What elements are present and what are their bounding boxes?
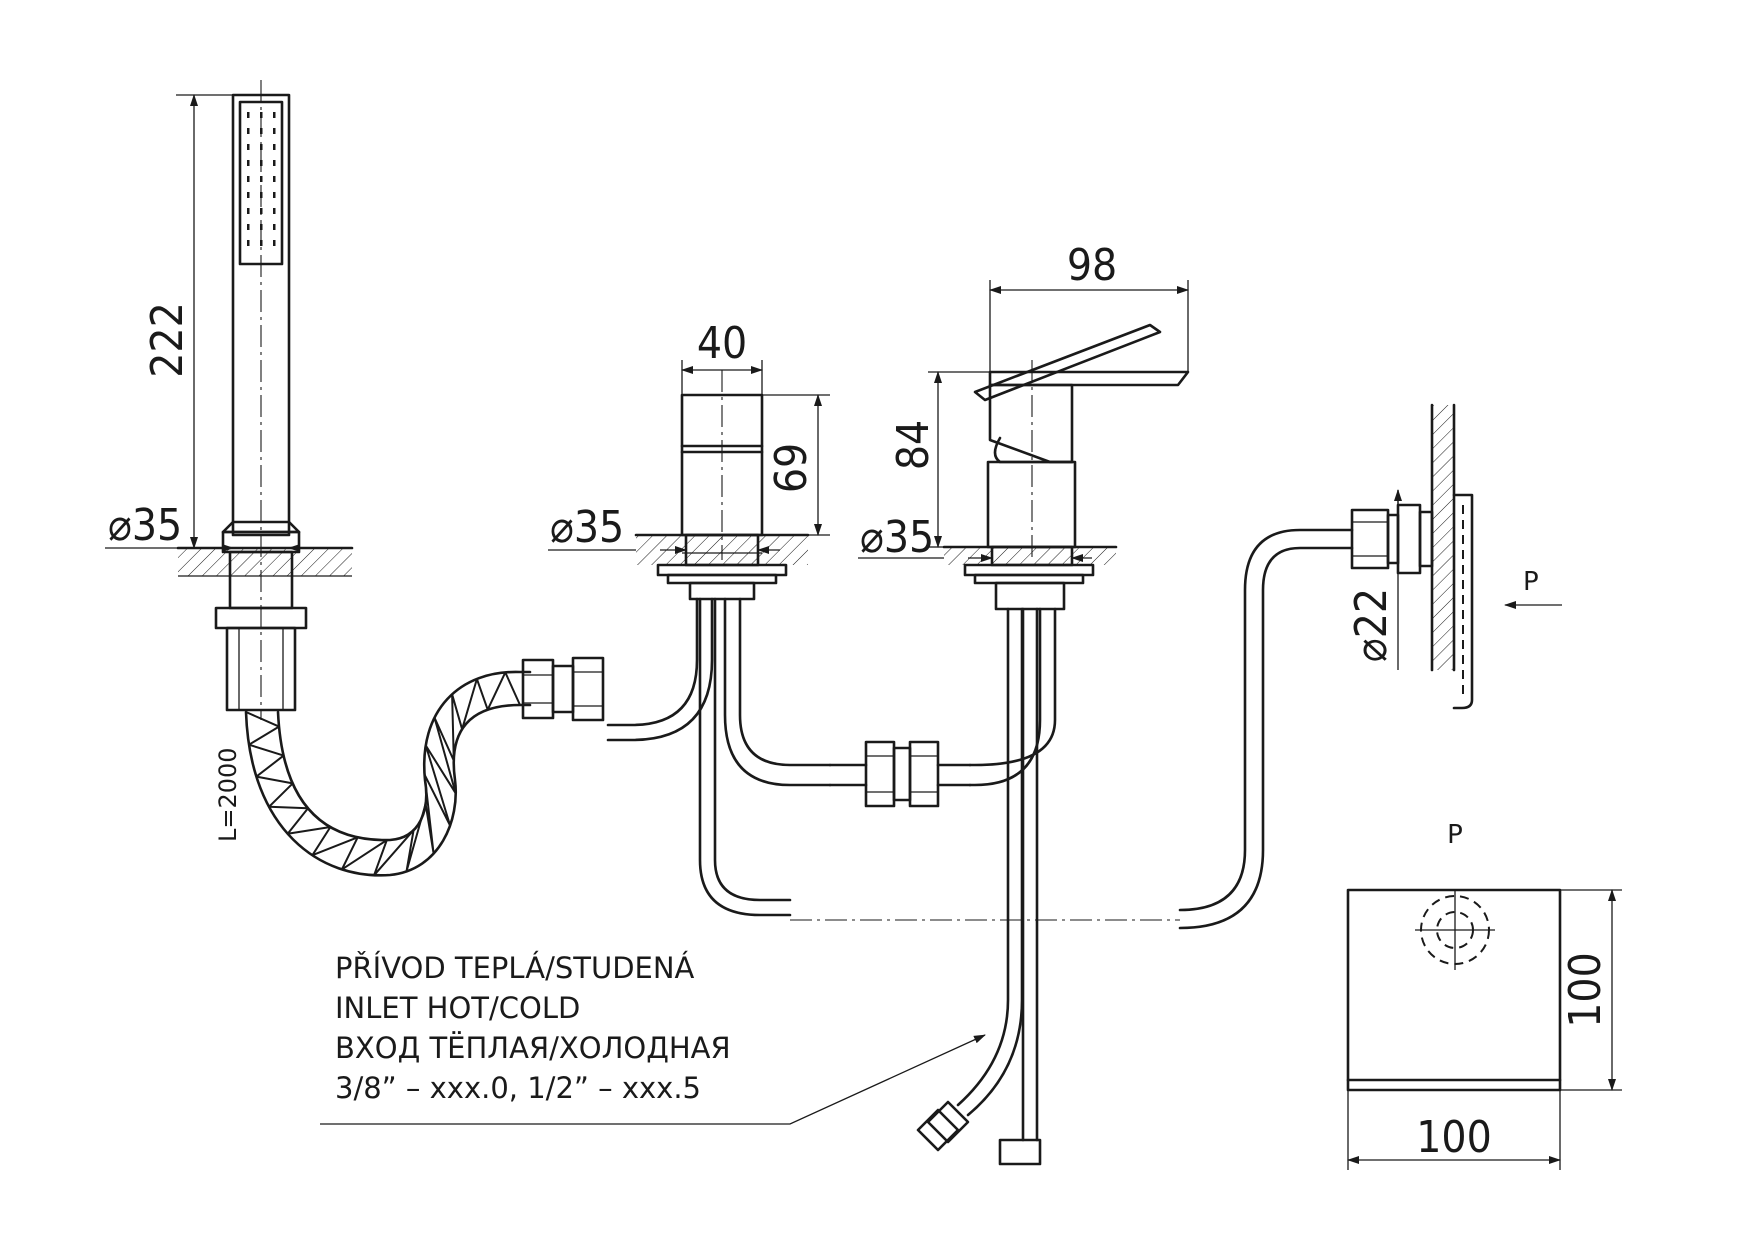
dimension-mixer-height: 84 xyxy=(888,371,990,548)
nozzle-dot xyxy=(247,224,250,230)
inlet-note: PŘÍVOD TEPLÁ/STUDENÁ INLET HOT/COLD ВХОД… xyxy=(320,951,986,1125)
nozzle-dot xyxy=(247,240,250,246)
dim-mixer-width-text: 98 xyxy=(1067,240,1117,291)
dimension-diverter-width: 40 xyxy=(681,318,763,395)
nozzle-dot xyxy=(273,224,276,230)
nozzle-dot xyxy=(247,208,250,214)
nozzle-dot xyxy=(247,192,250,198)
hose-coil-zigzag xyxy=(245,671,521,877)
dim-shower-diameter-text: ⌀35 xyxy=(108,500,182,551)
dimension-diverter-diameter: ⌀35 xyxy=(548,502,780,554)
inlet-note-line2: INLET HOT/COLD xyxy=(335,991,580,1025)
dimension-spout-diameter: ⌀22 xyxy=(1346,489,1402,670)
hand-shower xyxy=(176,80,354,720)
dimension-mixer-width: 98 xyxy=(989,240,1189,372)
dimension-plate-width: 100 xyxy=(1347,1090,1561,1170)
hose-coils xyxy=(245,671,521,877)
spout-front-view: P xyxy=(1346,820,1562,1092)
inlet-note-line3: ВХОД ТЁПЛАЯ/ХОЛОДНАЯ xyxy=(335,1031,731,1065)
flexible-hose: L=2000 xyxy=(214,656,605,877)
dim-plate-width-text: 100 xyxy=(1416,1112,1492,1163)
nozzle-dot xyxy=(273,240,276,246)
dim-mixer-height-text: 84 xyxy=(888,420,939,470)
nozzle-dot xyxy=(273,144,276,150)
view-direction-arrow: P xyxy=(1504,567,1562,609)
inlet-note-line4: 3/8” – xxx.0, 1/2” – xxx.5 xyxy=(335,1071,701,1105)
hose-length-text: L=2000 xyxy=(214,747,242,842)
nozzle-dot xyxy=(273,112,276,118)
nozzle-dot xyxy=(260,240,263,246)
nozzle-dot xyxy=(273,192,276,198)
spout-side-view xyxy=(1178,403,1474,930)
dim-diverter-width-text: 40 xyxy=(697,318,747,369)
nozzle-dot xyxy=(247,176,250,182)
dim-spout-diameter-text: ⌀22 xyxy=(1346,588,1397,662)
dimension-shower-diameter: ⌀35 xyxy=(105,500,309,552)
pipe-union-fittings xyxy=(828,740,972,808)
dim-shower-height-text: 222 xyxy=(142,302,193,378)
dimension-shower-height: 222 xyxy=(142,94,233,549)
dim-diverter-diameter-text: ⌀35 xyxy=(550,502,624,553)
nozzle-dot xyxy=(260,208,263,214)
mixer-tap xyxy=(916,323,1190,1166)
inlet-leader-line xyxy=(320,1034,986,1125)
nozzle-dot xyxy=(247,128,250,134)
dim-mixer-diameter-text: ⌀35 xyxy=(860,512,934,563)
front-view-label: P xyxy=(1447,820,1463,850)
nozzle-dot xyxy=(247,144,250,150)
nozzle-dot xyxy=(247,112,250,118)
nozzle-dot xyxy=(260,144,263,150)
nozzle-dot xyxy=(273,208,276,214)
nozzle-dot xyxy=(273,160,276,166)
nozzle-dot xyxy=(273,128,276,134)
dimension-mixer-diameter: ⌀35 xyxy=(858,512,1092,563)
nozzle-dot xyxy=(273,176,276,182)
dim-diverter-height-text: 69 xyxy=(766,443,817,493)
dimension-diverter-height: 69 xyxy=(762,394,830,536)
dimension-plate-height: 100 xyxy=(1560,889,1622,1091)
inlet-note-line1: PŘÍVOD TEPLÁ/STUDENÁ xyxy=(335,951,695,985)
nozzle-dot xyxy=(247,160,250,166)
view-arrow-label: P xyxy=(1523,567,1539,597)
dim-plate-height-text: 100 xyxy=(1560,952,1611,1028)
